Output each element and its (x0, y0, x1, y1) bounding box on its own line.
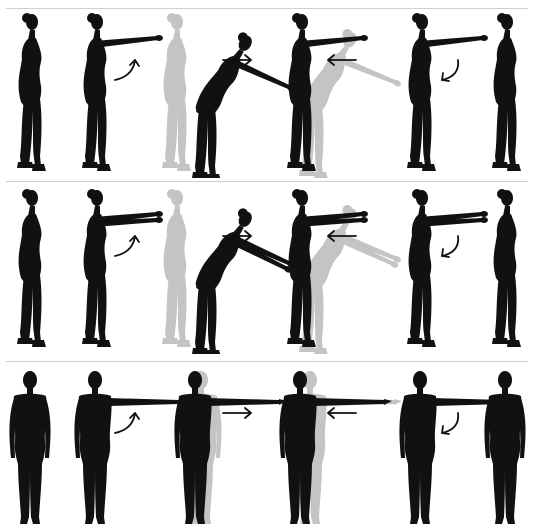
exercise-row-svg (0, 10, 534, 178)
curved-arrow-up-icon (115, 236, 139, 256)
silhouette-figure (9, 371, 50, 524)
silhouette-figure (17, 189, 46, 347)
exercise-row-svg (0, 186, 534, 354)
figure-frame-3 (162, 189, 307, 354)
silhouette-figure (492, 13, 521, 171)
exercise-row-side-two-arm (0, 186, 534, 354)
ghost-figure (299, 26, 413, 178)
exercise-row-front-one-arm (0, 368, 534, 526)
figure-frame-3 (174, 371, 287, 524)
divider-top (6, 8, 528, 9)
arrow-left-icon (328, 408, 356, 418)
silhouette-figure (484, 371, 525, 524)
silhouette-figure (174, 371, 287, 524)
silhouette-figure (492, 189, 521, 347)
figure-frame-2 (82, 13, 163, 171)
ghost-figure (162, 13, 191, 171)
silhouette-figure (192, 29, 307, 178)
silhouette-figure (407, 13, 488, 171)
silhouette-figure (17, 13, 46, 171)
figure-frame-1 (9, 371, 50, 524)
exercise-row-svg (0, 368, 534, 526)
divider-row1 (6, 181, 528, 182)
figure-frame-2 (74, 371, 187, 524)
silhouette-figure (407, 189, 488, 347)
silhouette-figure (74, 371, 187, 524)
curved-arrow-up-icon (115, 413, 139, 433)
silhouette-figure (279, 371, 392, 524)
curved-arrow-down-icon (442, 236, 458, 257)
curved-arrow-up-icon (115, 60, 139, 80)
divider-row2 (6, 361, 528, 362)
curved-arrow-down-icon (442, 413, 458, 434)
figure-frame-6 (484, 371, 525, 524)
exercise-row-side-one-arm (0, 10, 534, 178)
figure-frame-4 (287, 13, 412, 178)
silhouette-figure (82, 189, 163, 347)
ghost-figure (162, 189, 191, 347)
figure-frame-3 (162, 13, 307, 178)
figure-frame-1 (17, 189, 46, 347)
figure-frame-5 (407, 189, 488, 347)
curved-arrow-down-icon (442, 60, 458, 81)
silhouette-figure (82, 13, 163, 171)
arrow-right-icon (223, 408, 251, 418)
figure-frame-4 (287, 189, 412, 354)
figure-frame-6 (492, 13, 521, 171)
figure-frame-1 (17, 13, 46, 171)
figure-frame-2 (82, 189, 163, 347)
figure-frame-6 (492, 189, 521, 347)
figure-frame-5 (407, 13, 488, 171)
silhouette-figure (192, 205, 307, 354)
figure-frame-4 (279, 371, 402, 524)
